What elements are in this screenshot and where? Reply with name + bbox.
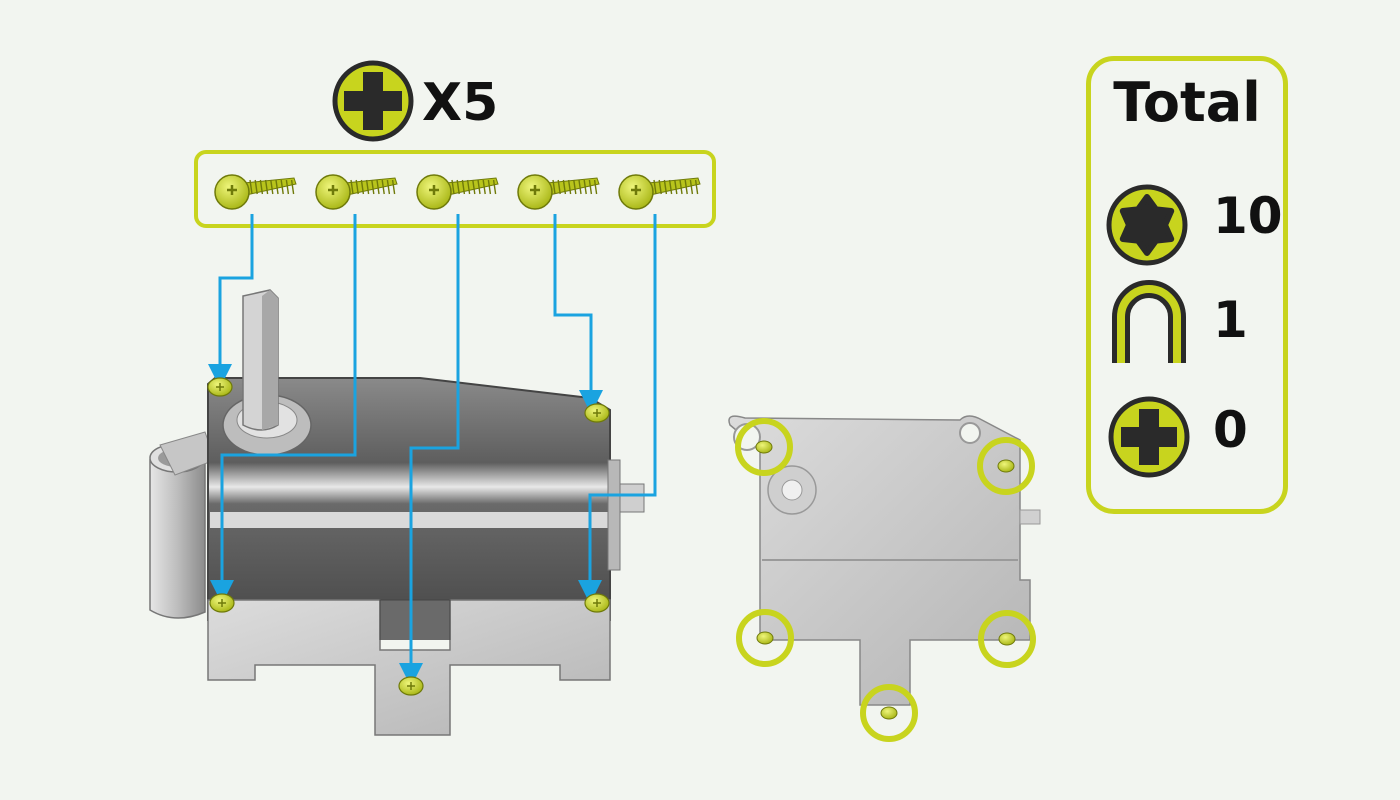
installed-screw: [398, 676, 424, 696]
installed-screw: [209, 593, 235, 613]
screw-row: [214, 174, 701, 210]
gear-housing-side-view: [149, 289, 645, 736]
placement-arrow: [399, 214, 460, 687]
installed-screw: [584, 403, 610, 423]
total-title: Total: [1113, 71, 1261, 134]
placement-arrow: [208, 214, 254, 388]
total-panel: Total 10 1 0: [1086, 56, 1288, 514]
placement-arrow: [210, 214, 357, 604]
screw: [315, 174, 398, 210]
screw: [517, 174, 600, 210]
phillips-bit-icon: [1108, 396, 1190, 478]
screw-location-rings: [735, 418, 1036, 742]
installed-screw: [207, 377, 233, 397]
screw-location-ring: [978, 610, 1036, 668]
screw-quantity-label: X5: [422, 73, 498, 133]
torx-count: 10: [1213, 187, 1283, 245]
torx-bit-icon: [1106, 184, 1188, 266]
screw: [214, 174, 297, 210]
screw-placement-arrows: [208, 214, 657, 687]
phillips-count: 0: [1213, 401, 1248, 459]
screw-location-ring: [860, 684, 918, 742]
installed-screw: [584, 593, 610, 613]
u-clip-icon: [1112, 280, 1186, 363]
screw: [618, 174, 701, 210]
screw-location-ring: [736, 609, 794, 667]
screw-location-ring: [977, 437, 1035, 495]
phillips-bit-icon: [332, 60, 414, 142]
placement-arrow: [553, 214, 603, 414]
installed-screws: [207, 377, 610, 696]
u-clip-count: 1: [1213, 291, 1248, 349]
placement-arrow: [578, 214, 657, 604]
screw: [416, 174, 499, 210]
screw-location-ring: [735, 418, 793, 476]
